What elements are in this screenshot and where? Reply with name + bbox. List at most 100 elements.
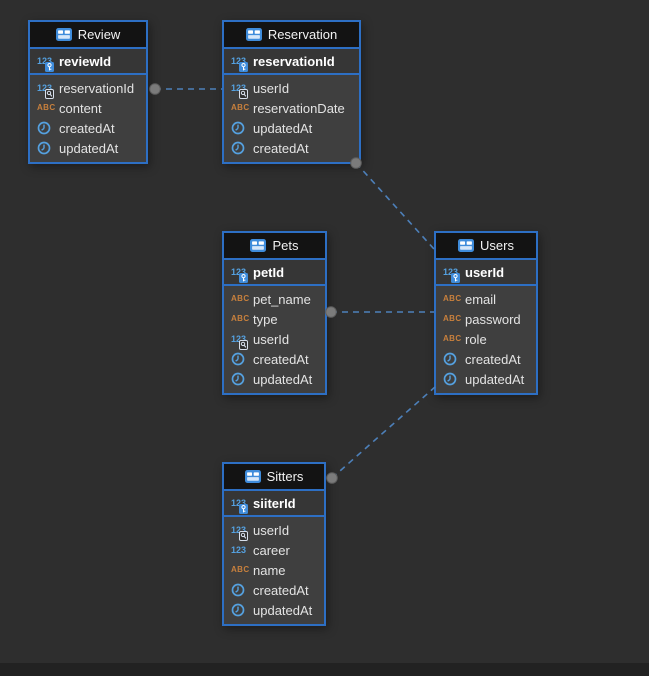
relationship-anchor-dot — [326, 472, 338, 484]
field-type-icon — [37, 121, 56, 135]
field-row-updatedat[interactable]: updatedAt — [224, 369, 325, 389]
field-row-createdat[interactable]: createdAt — [224, 138, 359, 158]
relationship-anchor-dot — [325, 306, 337, 318]
field-label: createdAt — [253, 582, 309, 598]
primary-key-row[interactable]: 123 userId — [436, 258, 536, 286]
field-row-updatedat[interactable]: updatedAt — [436, 369, 536, 389]
primary-key-row[interactable]: 123 reservationId — [224, 47, 359, 75]
field-row-updatedat[interactable]: updatedAt — [224, 600, 324, 620]
field-type-icon: 123 — [231, 523, 250, 541]
clock-icon — [443, 352, 457, 366]
field-label: updatedAt — [253, 120, 313, 136]
table-icon — [458, 239, 475, 252]
table-title: Reservation — [267, 27, 338, 42]
field-type-icon: ABC — [443, 332, 462, 346]
key-icon — [239, 273, 248, 283]
field-label: userId — [253, 522, 290, 538]
relationship-line-reservation-users — [355, 162, 435, 250]
key-icon — [451, 273, 460, 283]
field-label: userId — [465, 264, 505, 280]
field-row-userid[interactable]: 123 userId — [224, 520, 324, 541]
table-icon — [250, 239, 267, 252]
relationship-anchor-dot — [149, 83, 161, 95]
field-label: email — [465, 291, 497, 307]
primary-key-row[interactable]: 123 siiterId — [224, 489, 324, 517]
integer-icon: 123 — [231, 82, 247, 93]
field-label: createdAt — [465, 351, 521, 367]
clock-icon — [231, 372, 245, 386]
field-type-icon: 123 — [231, 81, 250, 99]
field-row-createdat[interactable]: createdAt — [224, 349, 325, 369]
field-row-createdat[interactable]: createdAt — [224, 580, 324, 600]
text-icon: ABC — [443, 334, 462, 343]
field-type-icon — [231, 583, 250, 597]
primary-key-row[interactable]: 123 reviewId — [30, 47, 146, 75]
field-label: password — [465, 311, 521, 327]
field-type-icon: ABC — [443, 292, 462, 306]
field-label: reviewId — [59, 53, 112, 69]
field-type-icon — [231, 141, 250, 155]
field-label: userId — [253, 331, 290, 347]
field-row-updatedat[interactable]: updatedAt — [224, 118, 359, 138]
field-label: createdAt — [253, 140, 309, 156]
table-header[interactable]: Review — [30, 22, 146, 47]
clock-icon — [231, 583, 245, 597]
field-row-updatedat[interactable]: updatedAt — [30, 138, 146, 158]
table-header[interactable]: Reservation — [224, 22, 359, 47]
primary-key-row[interactable]: 123 petId — [224, 258, 325, 286]
field-type-icon: 123 — [231, 332, 250, 350]
table-header[interactable]: Pets — [224, 233, 325, 258]
primary-key-icon: 123 — [231, 54, 250, 72]
field-label: reservationId — [253, 53, 335, 69]
field-type-icon: ABC — [231, 292, 250, 306]
field-label: createdAt — [59, 120, 115, 136]
text-icon: ABC — [443, 314, 462, 323]
field-type-icon — [231, 372, 250, 386]
table-icon — [244, 470, 261, 483]
integer-icon: 123 — [231, 524, 247, 535]
table-header[interactable]: Sitters — [224, 464, 324, 489]
field-label: type — [253, 311, 278, 327]
clock-icon — [443, 372, 457, 386]
field-label: updatedAt — [59, 140, 119, 156]
table-title: Users — [480, 238, 514, 253]
integer-icon: 123 — [231, 497, 247, 508]
field-type-icon: ABC — [231, 101, 250, 115]
table-header[interactable]: Users — [436, 233, 536, 258]
field-row-createdat[interactable]: createdAt — [436, 349, 536, 369]
field-label: createdAt — [253, 351, 309, 367]
clock-icon — [231, 603, 245, 617]
key-icon — [239, 62, 248, 72]
field-type-icon: 123 — [37, 81, 56, 99]
field-type-icon — [37, 141, 56, 155]
text-icon: ABC — [231, 294, 250, 303]
field-label: petId — [253, 264, 285, 280]
text-icon: ABC — [443, 294, 462, 303]
integer-icon: 123 — [231, 544, 247, 555]
field-type-icon: ABC — [231, 312, 250, 326]
clock-icon — [37, 141, 51, 155]
text-icon: ABC — [231, 565, 250, 574]
field-row-createdat[interactable]: createdAt — [30, 118, 146, 138]
field-type-icon — [443, 372, 462, 386]
